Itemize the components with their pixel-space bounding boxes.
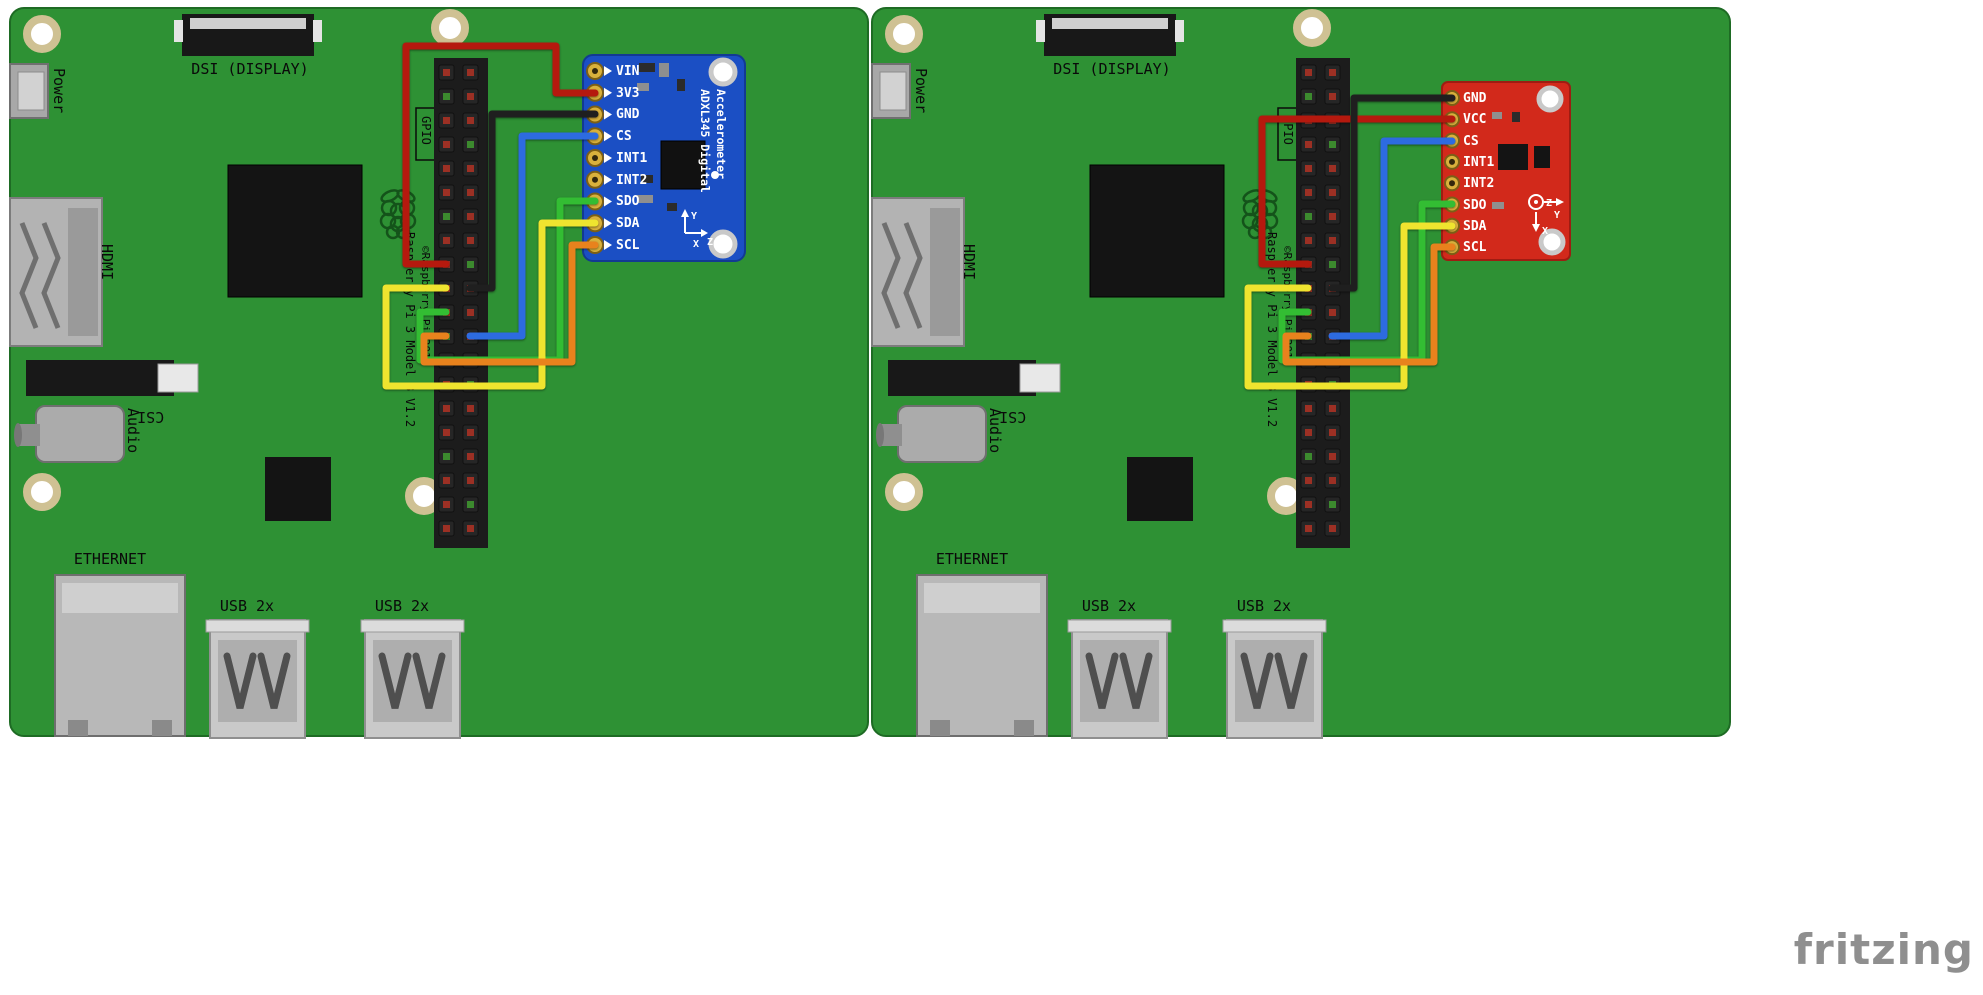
axis-x-arrowhead-icon [1532, 224, 1540, 232]
adxl345-breakout-red: GND VCC CS INT1 INT2 SDO SDA SCL Z X Y [1441, 81, 1571, 261]
axis-z-label: Z [707, 237, 713, 248]
wire-left-yellow-sda [382, 219, 599, 390]
accelerometer-ic [1498, 144, 1528, 170]
breakout-pin-hole [592, 176, 598, 183]
pin-arrow-icon [604, 218, 612, 229]
axis-y-label: Y [691, 211, 697, 222]
fritzing-watermark: fritzing [1794, 925, 1974, 974]
axis-z-label: Z [1546, 198, 1552, 209]
pin-label: INT1 [1463, 155, 1494, 170]
pin-label: SCL [616, 238, 640, 253]
pin-arrow-icon [604, 87, 612, 98]
pin-arrow-icon [604, 66, 612, 76]
smd-component [659, 63, 669, 77]
axis-y-label: Y [1554, 210, 1560, 221]
breakout-pin-hole [592, 155, 598, 161]
wire-left-orange-scl [420, 241, 599, 366]
smd-component [639, 63, 655, 72]
mounting-hole [1536, 85, 1564, 113]
wire-left-red-3v3 [402, 42, 599, 268]
wires-right [1244, 94, 1456, 390]
pin-label: VIN [616, 64, 640, 79]
wire-right-black-gnd [1328, 94, 1456, 292]
pin-arrow-icon [604, 196, 612, 207]
pin-label: SDA [616, 216, 640, 231]
pin-label: GND [616, 107, 640, 122]
breakout-pcb [1441, 81, 1571, 261]
pin-label: VCC [1463, 112, 1486, 127]
wire-left-black-gnd [466, 110, 599, 292]
smd-component [637, 83, 649, 91]
axis-z-dot-icon [1534, 200, 1538, 204]
axis-y-arrowhead-icon [681, 209, 689, 217]
axis-x-label: X [1542, 226, 1548, 237]
smd-component [1492, 202, 1504, 209]
smd-component [1492, 112, 1502, 119]
pin-label: 3V3 [616, 86, 639, 101]
pin-label: CS [1463, 134, 1479, 149]
axis-x-label: X [693, 239, 699, 250]
breakout-pin-hole [1449, 180, 1455, 187]
index-dot [711, 171, 719, 179]
pin-arrow-icon [604, 109, 612, 120]
pin-arrow-icon [604, 153, 612, 163]
adxl345-breakout-blue: VIN 3V3 GND CS INT1 INT2 SDO SDA SCL ADX… [582, 54, 746, 262]
axis-x-arrowhead-icon [701, 229, 708, 237]
wire-left-blue-cs [466, 132, 599, 340]
wire-right-yellow-sda [1244, 222, 1456, 390]
mounting-hole [1538, 228, 1566, 256]
smd-component [667, 203, 677, 211]
smd-component [1512, 112, 1520, 122]
mounting-hole [708, 229, 738, 259]
pin-label: CS [616, 129, 632, 144]
pin-label: INT1 [616, 151, 647, 166]
pin-label: SDA [1463, 219, 1487, 234]
axis-y-arrowhead-icon [1556, 198, 1564, 206]
pin-label: SCL [1463, 240, 1487, 255]
axis-z-circle-icon [1528, 194, 1544, 210]
smd-component [641, 175, 653, 183]
smd-component [1534, 146, 1550, 168]
pin-arrow-icon [604, 174, 612, 185]
mounting-hole [708, 57, 738, 87]
wire-right-blue-cs [1328, 137, 1456, 340]
pin-label: INT2 [1463, 176, 1494, 191]
accelerometer-ic [660, 140, 706, 190]
wires-left [382, 42, 599, 390]
pin-label: SDO [1463, 198, 1487, 213]
axis-indicator: Z X Y [1528, 194, 1564, 237]
smd-component [677, 79, 685, 91]
axis-indicator: Y X Z [681, 209, 713, 250]
pin-label: INT2 [616, 173, 647, 188]
breakout-title-line2: Accelerometer [714, 89, 728, 179]
breakout-pin-hole [592, 68, 598, 74]
smd-component [637, 195, 653, 203]
breakout-title-line1: ADXL345 Digital [698, 89, 712, 193]
pin-arrow-icon [604, 131, 612, 142]
pin-label: SDO [616, 194, 640, 209]
pin-label: GND [1463, 91, 1487, 106]
blue-pin-arrows [604, 66, 612, 250]
wire-right-orange-scl [1282, 243, 1456, 366]
breakout-pin-hole [1449, 158, 1455, 165]
pin-arrow-icon [604, 240, 612, 250]
